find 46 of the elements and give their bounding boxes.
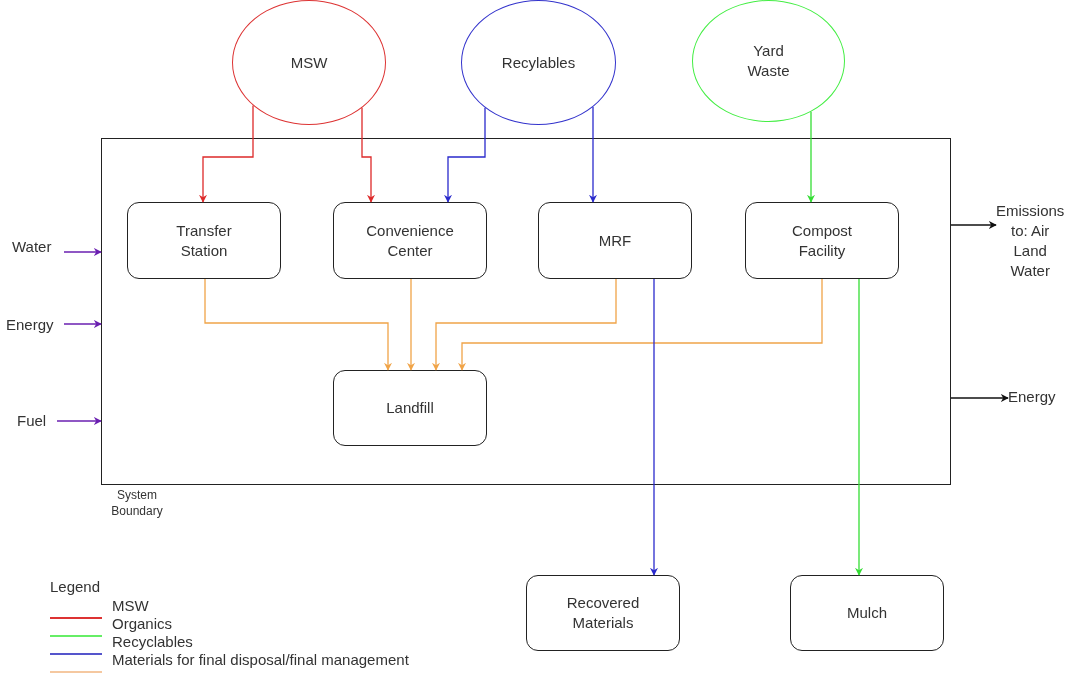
arrow xyxy=(650,278,658,576)
arrow xyxy=(63,320,102,328)
arrow xyxy=(855,278,863,576)
node-label: Transfer Station xyxy=(175,220,233,261)
process-box xyxy=(526,575,680,651)
process-box xyxy=(538,202,692,279)
flow-label: Fuel xyxy=(17,410,57,432)
arrow xyxy=(432,278,617,371)
flow-label: Energy xyxy=(6,314,64,336)
legend-label: Organics xyxy=(112,615,173,633)
arrow xyxy=(589,106,597,203)
legend-title: Legend xyxy=(50,578,101,596)
process-box xyxy=(790,575,944,651)
process-box xyxy=(127,202,281,279)
node-label: Mulch xyxy=(847,603,887,623)
flow-label: Water xyxy=(12,236,64,258)
arrow xyxy=(361,107,375,203)
source-ellipse xyxy=(232,0,386,125)
arrow xyxy=(950,221,997,229)
node-label: Recylables xyxy=(501,52,576,73)
process-box xyxy=(333,370,487,446)
node-label: Yard Waste xyxy=(747,41,790,81)
arrow xyxy=(407,278,415,371)
node-label: Compost Facility xyxy=(791,220,853,261)
node-label: Convenience Center xyxy=(365,220,455,261)
legend-label: MSW xyxy=(112,597,149,615)
arrow xyxy=(458,278,823,371)
source-ellipse xyxy=(461,0,616,125)
process-box xyxy=(745,202,899,279)
arrow xyxy=(807,111,815,203)
legend-label: Materials for final disposal/final management xyxy=(112,651,409,669)
node-label: MSW xyxy=(290,52,328,73)
arrow xyxy=(444,107,486,203)
arrow xyxy=(950,394,1009,402)
node-label: MRF xyxy=(598,230,632,251)
boundary-label: System Boundary xyxy=(110,487,164,519)
arrow xyxy=(63,248,102,256)
arrow xyxy=(56,417,102,425)
process-box xyxy=(333,202,487,279)
legend-label: Recyclables xyxy=(112,633,193,651)
node-label: Landfill xyxy=(386,398,434,418)
node-label: Recovered Materials xyxy=(565,593,641,633)
flow-label: Energy xyxy=(1008,386,1070,408)
flow-label: Emissions to: Air Land Water xyxy=(996,188,1065,294)
arrow xyxy=(199,104,254,203)
arrow xyxy=(204,278,392,371)
